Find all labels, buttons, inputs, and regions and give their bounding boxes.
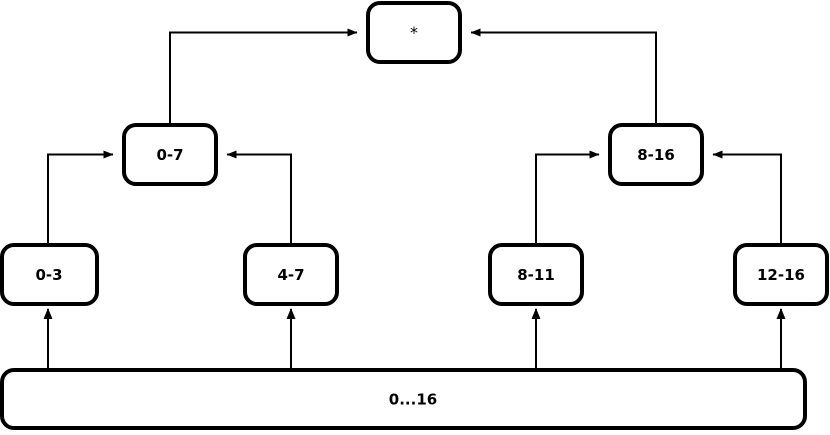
node-0-7[interactable]: 0-7 xyxy=(122,123,218,186)
edge-4-7-to-0-7 xyxy=(226,150,292,245)
node-8-16[interactable]: 8-16 xyxy=(608,123,704,186)
node-0-3[interactable]: 0-3 xyxy=(0,243,99,306)
node-12-16-label: 12-16 xyxy=(757,266,805,284)
node-8-11[interactable]: 8-11 xyxy=(488,243,584,306)
node-8-11-box[interactable] xyxy=(488,243,584,306)
node-8-16-label: 8-16 xyxy=(637,146,675,164)
node-8-16-box[interactable] xyxy=(608,123,704,186)
node-0-7-box[interactable] xyxy=(122,123,218,186)
node-0-7-label: 0-7 xyxy=(156,146,183,164)
edge-8-16-to-root xyxy=(470,28,657,125)
node-12-16-box[interactable] xyxy=(733,243,829,306)
edge-0-7-to-root xyxy=(169,28,358,125)
node-source-bar-box[interactable] xyxy=(0,368,807,430)
node-4-7-box[interactable] xyxy=(243,243,339,306)
node-12-16[interactable]: 12-16 xyxy=(733,243,829,306)
node-4-7-label: 4-7 xyxy=(277,266,304,284)
node-4-7[interactable]: 4-7 xyxy=(243,243,339,306)
node-0-3-label: 0-3 xyxy=(35,266,62,284)
edge-0-3-to-0-7 xyxy=(47,150,114,245)
node-0-3-box[interactable] xyxy=(0,243,99,306)
node-root-label: * xyxy=(410,23,418,42)
node-root-box[interactable] xyxy=(366,1,462,64)
edge-12-16-to-8-16 xyxy=(712,150,782,245)
node-8-11-label: 8-11 xyxy=(517,266,555,284)
edge-group-leaves-to-level2 xyxy=(47,150,782,245)
edge-8-11-to-8-16 xyxy=(535,150,600,245)
edge-group-bar-to-leaves xyxy=(43,308,786,370)
node-source-bar-label: 0...16 xyxy=(389,391,437,409)
edge-group-level2-to-root xyxy=(169,28,657,125)
node-root[interactable]: * xyxy=(366,1,462,64)
node-source-bar[interactable]: 0...16 xyxy=(0,368,807,430)
